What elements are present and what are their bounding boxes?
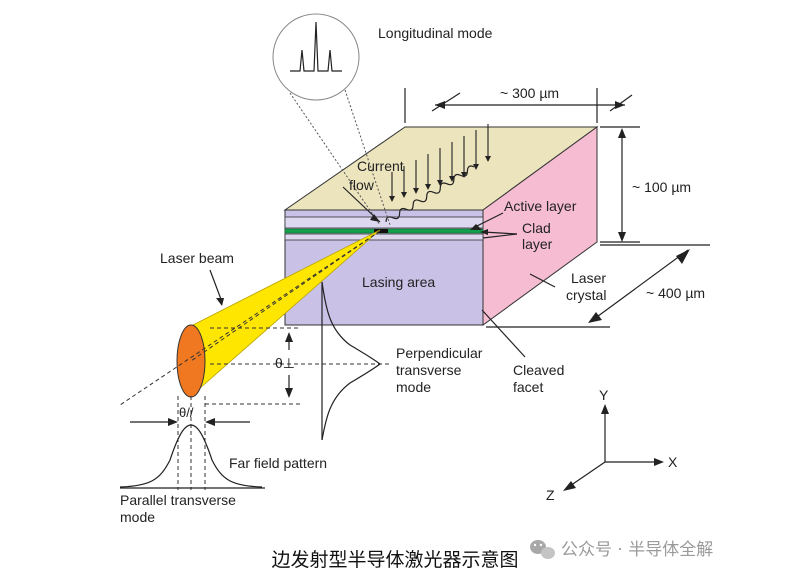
- label-clad-layer-2: layer: [522, 236, 553, 252]
- label-current-flow-2: flow: [349, 177, 375, 193]
- label-theta-par: θ//: [179, 405, 194, 420]
- label-parallel-mode-2: mode: [120, 509, 155, 525]
- current-flow-arrows: [391, 124, 489, 200]
- label-laser-crystal-1: Laser: [571, 270, 606, 286]
- label-far-field: Far field pattern: [229, 455, 327, 471]
- beam-spot: [176, 324, 206, 398]
- label-laser-crystal-2: crystal: [566, 287, 606, 303]
- label-clad-layer-1: Clad: [522, 220, 551, 236]
- longitudinal-mode-peaks: [290, 21, 342, 72]
- current-arrowheads: [389, 156, 491, 202]
- axis-z-line: [566, 461, 606, 489]
- label-longitudinal-mode: Longitudinal mode: [378, 25, 493, 41]
- label-width-dim: ~ 300 µm: [500, 85, 559, 101]
- wechat-logo-icon: [530, 540, 555, 559]
- lasing-spot: [374, 229, 388, 233]
- label-current-flow-1: Current: [357, 158, 404, 174]
- clad-layer-lower: [284, 233, 484, 241]
- label-perp-mode-3: mode: [396, 379, 431, 395]
- label-lasing-area: Lasing area: [362, 274, 435, 290]
- label-laser-beam: Laser beam: [160, 250, 234, 266]
- label-parallel-mode-1: Parallel transverse: [120, 492, 236, 508]
- figure-caption: 边发射型半导体激光器示意图: [271, 549, 518, 571]
- label-perp-mode-1: Perpendicular: [396, 345, 483, 361]
- label-axis-y: Y: [599, 387, 609, 403]
- label-axis-z: Z: [546, 487, 555, 503]
- label-cleaved-facet-1: Cleaved: [513, 362, 564, 378]
- label-length-dim: ~ 400 µm: [646, 285, 705, 301]
- perp-mode-curve: [321, 281, 382, 441]
- clad-layer-upper: [284, 216, 484, 229]
- photon-wave: [385, 165, 475, 223]
- length-dim-line: [589, 249, 689, 323]
- label-active-layer: Active layer: [504, 198, 577, 214]
- longitudinal-mode-circle: [272, 13, 360, 101]
- label-height-dim: ~ 100 µm: [632, 179, 691, 195]
- watermark-text: 公众号 · 半导体全解: [561, 540, 713, 560]
- label-cleaved-facet-2: facet: [513, 379, 543, 395]
- label-axis-x: X: [668, 454, 678, 470]
- parallel-mode-curve: [119, 424, 263, 488]
- label-theta-perp: θ⊥: [275, 355, 295, 371]
- label-perp-mode-2: transverse: [396, 362, 462, 378]
